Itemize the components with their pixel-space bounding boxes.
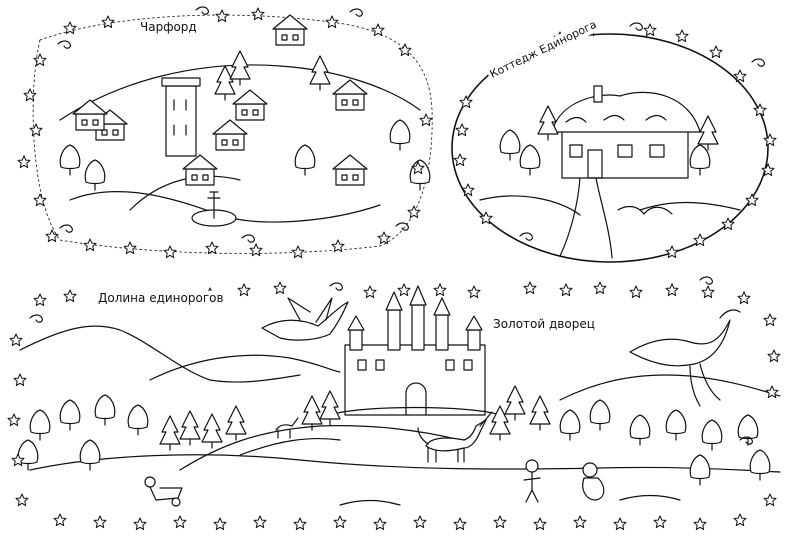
village-tower <box>161 77 201 157</box>
dragon <box>261 297 349 341</box>
child-figure-2 <box>582 462 605 501</box>
valley-panel <box>17 285 781 507</box>
child-figure <box>523 459 541 503</box>
unicorn-cottage <box>551 85 701 179</box>
unicorn-valley-label: Долина единорогов <box>96 291 226 305</box>
charford-panel <box>32 14 433 254</box>
wheelbarrow-figure <box>144 476 183 507</box>
unicorn <box>417 411 493 463</box>
golden-palace <box>329 285 501 416</box>
golden-palace-label: Золотой дворец <box>491 317 597 331</box>
charford-label: Чарфорд <box>138 20 199 34</box>
unicorn-cottage-panel <box>451 33 769 263</box>
fountain <box>191 191 237 227</box>
phoenix <box>629 309 741 407</box>
small-unicorn <box>275 417 299 439</box>
